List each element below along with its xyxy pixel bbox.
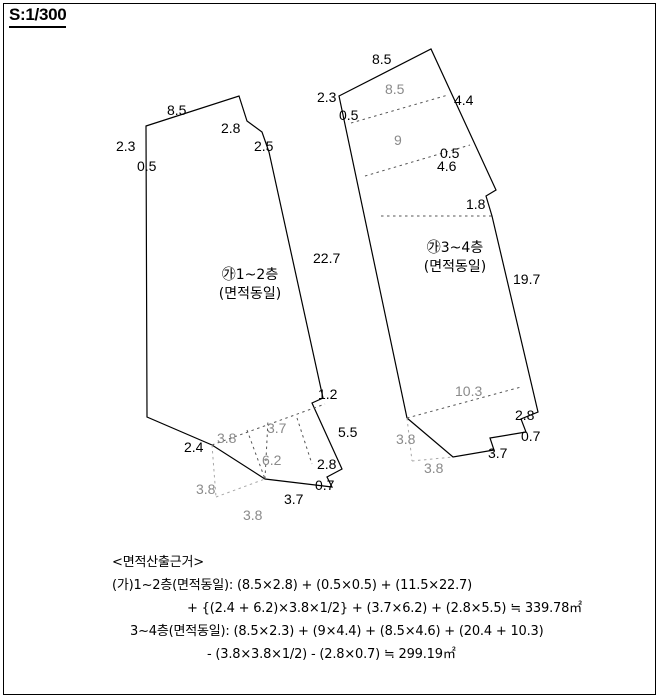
left-dim-2-4: 2.4 [184,439,204,455]
left-plan-outline [145,95,343,488]
right-dim-3-8-bottom: 3.8 [424,460,444,476]
left-dim-6-2-inner: 6.2 [262,452,282,468]
left-dim-3-8-inner: 3.8 [217,430,237,446]
right-plan-outline [338,48,539,458]
left-dim-2-5: 2.5 [254,138,274,154]
area-calculation-block: <면적산출근거> (가)1~2층(면적동일): (8.5×2.8) + (0.5… [112,551,642,666]
right-dim-3-7: 3.7 [488,445,508,461]
left-dim-2-8-top: 2.8 [221,120,241,136]
left-dim-2-8-bottom: 2.8 [317,456,337,472]
right-dim-4-6: 4.6 [437,158,457,174]
right-dim-1-8: 1.8 [466,196,486,212]
left-dim-1-2: 1.2 [318,386,338,402]
left-plan-construction-lines [211,403,326,480]
right-dim-4-4: 4.4 [454,92,474,108]
page-border [3,3,656,695]
right-plan-title-line2: (면적동일) [423,259,487,275]
left-dim-3-7-bottom: 3.7 [284,491,304,507]
calculation-line-1: (가)1~2층(면적동일): (8.5×2.8) + (0.5×0.5) + (… [112,578,473,593]
left-dim-2-3: 2.3 [116,138,136,154]
left-dim-3-7-inner: 3.7 [267,420,287,436]
left-dim-3-8-lower-left: 3.8 [196,481,216,497]
right-dim-19-7: 19.7 [513,271,541,287]
right-dim-2-8: 2.8 [515,407,535,423]
left-dim-3-8-lower: 3.8 [243,507,263,523]
left-plan-title-line2: (면적동일) [218,286,282,302]
right-dim-0-5-upper: 0.5 [339,107,359,123]
right-dim-8-5-top: 8.5 [372,51,392,67]
calculation-line-2: + {(2.4 + 6.2)×3.8×1/2} + (3.7×6.2) + (2… [187,601,582,616]
right-plan-construction-lines [350,94,522,419]
right-plan-construction-lines-gray [406,417,454,462]
right-dim-10-3-inner: 10.3 [455,383,483,399]
left-dim-5-5: 5.5 [338,424,358,440]
calculation-line-3: 3~4층(면적동일): (8.5×2.3) + (9×4.4) + (8.5×4… [130,624,544,639]
left-dim-8-5-top: 8.5 [167,102,187,118]
calculation-heading: <면적산출근거> [112,555,204,570]
calculation-line-4: - (3.8×3.8×1/2) - (2.8×0.7) ≒ 299.19㎡ [207,647,456,662]
scale-label: S:1/300 [9,5,67,28]
right-plan-title-line1: ㉮3~4층 [426,240,484,256]
right-dim-8-5-inner: 8.5 [385,81,405,97]
right-dim-0-7: 0.7 [521,428,541,444]
right-dim-2-3: 2.3 [317,89,337,105]
left-dim-0-5: 0.5 [137,158,157,174]
right-dim-3-8-left: 3.8 [396,431,416,447]
right-plan-title: ㉮3~4층 (면적동일) [424,239,486,277]
left-dim-0-7: 0.7 [315,477,335,493]
left-plan-title: ㉮1~2층 (면적동일) [219,266,281,304]
left-plan-title-line1: ㉮1~2층 [221,267,279,283]
right-dim-0-5-mid: 0.5 [440,145,460,161]
left-dim-22-7: 22.7 [313,250,341,266]
right-dim-9-inner: 9 [394,132,402,148]
left-plan-construction-lines-gray [211,444,266,498]
